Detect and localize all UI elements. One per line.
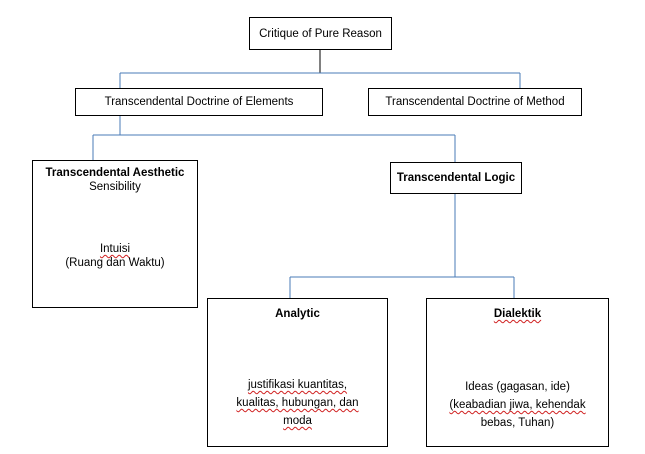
elements-label: Transcendental Doctrine of Elements [104,96,294,108]
root-node: Critique of Pure Reason [249,17,392,50]
dialektik-line1: Ideas (gagasan, ide) [465,381,570,393]
dialektik-line2: (keabadian jiwa, kehendak [449,399,586,411]
aesthetic-subtitle: Sensibility [89,181,141,193]
analytic-node: Analytic justifikasi kuantitas, kualitas… [207,298,388,447]
analytic-line2: kualitas, hubungan, dan [236,397,359,409]
method-node: Transcendental Doctrine of Method [368,88,582,116]
root-label: Critique of Pure Reason [259,27,382,40]
aesthetic-node: Transcendental Aesthetic Sensibility Int… [32,160,198,308]
aesthetic-intuition: Intuisi [99,243,131,255]
analytic-line3: moda [283,415,312,427]
aesthetic-title: Transcendental Aesthetic [45,167,185,179]
aesthetic-detail: (Ruang dan Waktu) [65,257,165,269]
analytic-line1: justifikasi kuantitas, [247,379,348,391]
dialektik-node: Dialektik Ideas (gagasan, ide) (keabadia… [426,298,609,447]
method-label: Transcendental Doctrine of Method [385,96,565,108]
elements-node: Transcendental Doctrine of Elements [75,88,323,116]
analytic-title: Analytic [275,308,320,320]
logic-node: Transcendental Logic [390,162,522,194]
dialektik-title: Dialektik [493,308,542,320]
dialektik-line3: bebas, Tuhan) [480,417,555,429]
logic-label: Transcendental Logic [396,172,516,184]
